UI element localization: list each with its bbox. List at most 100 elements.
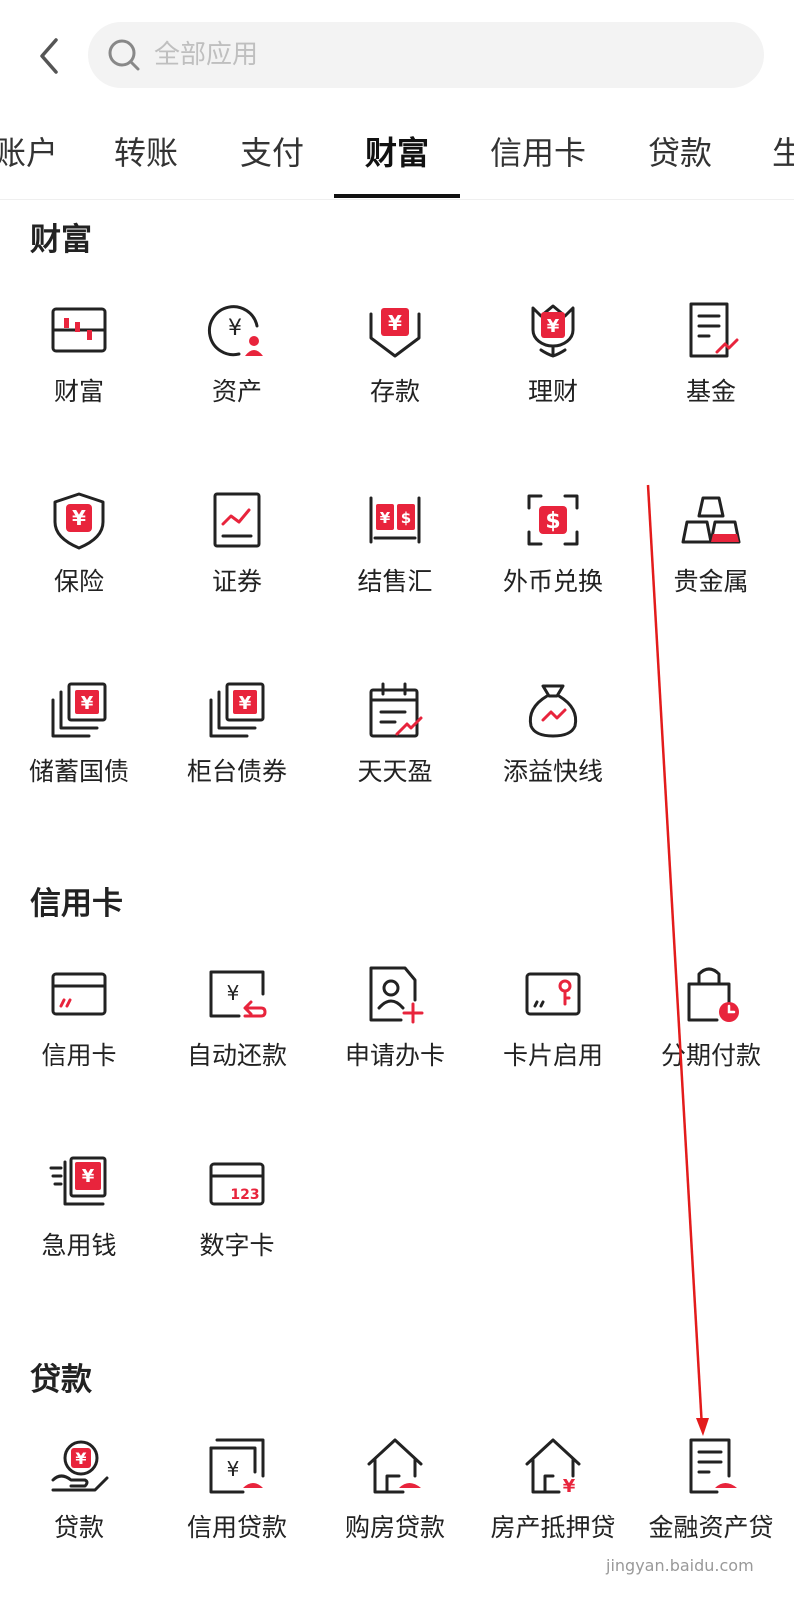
- grid-item-property-mortgage[interactable]: ¥ 房产抵押贷: [474, 1436, 632, 1566]
- grid-item-fund[interactable]: 基金: [632, 300, 790, 430]
- grid-item-label: 信用贷款: [186, 1513, 287, 1542]
- grid-item-deposit[interactable]: ¥ 存款: [316, 300, 474, 430]
- grid-item-label: 资产: [211, 377, 262, 406]
- exchange-yuan-glyph: ¥: [380, 509, 391, 527]
- grid-item-assets[interactable]: ¥ 资产: [158, 300, 316, 430]
- grid-item-label: 外币兑换: [502, 567, 603, 596]
- scan-dollar-icon: $: [527, 494, 579, 546]
- stacked-cards-icon: ¥: [51, 682, 107, 738]
- grid-item-label: 急用钱: [41, 1231, 117, 1260]
- grid-item-digital-card[interactable]: 123 数字卡: [158, 1154, 316, 1284]
- grid-item-label: 贷款: [53, 1513, 104, 1542]
- assets-yuan-glyph: ¥: [228, 316, 242, 341]
- fast-money-icon: ¥: [49, 1156, 107, 1206]
- grid-item-express-line[interactable]: 添益快线: [474, 680, 632, 810]
- tab-wealth[interactable]: 财富: [365, 134, 430, 172]
- category-tabs: 账户 转账 支付 财富 信用卡 贷款 生: [0, 110, 794, 200]
- tulip-finance-icon: ¥: [531, 304, 575, 358]
- grid-item-finance[interactable]: ¥ 理财: [474, 300, 632, 430]
- search-icon: [108, 39, 140, 71]
- deposit-yuan-glyph: ¥: [388, 311, 402, 335]
- house-yuan-icon: ¥: [525, 1438, 581, 1496]
- top-bar: [0, 0, 794, 110]
- grid-item-exchange-settlement[interactable]: ¥ $ 结售汇: [316, 490, 474, 620]
- grid-item-label: 柜台债券: [186, 757, 287, 786]
- fund-document-icon: [689, 302, 739, 358]
- grid-item-label: 结售汇: [357, 567, 433, 596]
- grid-item-label: 申请办卡: [344, 1041, 445, 1070]
- section-title-wealth: 财富: [30, 222, 92, 258]
- grid-item-financial-asset-loan[interactable]: 金融资产贷: [632, 1436, 790, 1566]
- grid-item-mortgage[interactable]: 购房贷款: [316, 1436, 474, 1566]
- card-key-icon: [525, 972, 581, 1016]
- credit-loan-yuan-glyph: ¥: [227, 1457, 240, 1481]
- search-bar[interactable]: [88, 22, 764, 88]
- grid-item-label: 存款: [369, 377, 420, 406]
- tab-credit-card[interactable]: 信用卡: [490, 134, 587, 172]
- grid-item-label: 财富: [53, 377, 104, 406]
- digital-card-number: 123: [230, 1187, 259, 1203]
- property-mortgage-yuan-glyph: ¥: [563, 1476, 576, 1496]
- currency-exchange-icon: ¥ $: [369, 496, 421, 544]
- grid-item-label: 信用卡: [41, 1041, 117, 1070]
- grid-item-savings-bonds[interactable]: ¥ 储蓄国债: [0, 680, 158, 810]
- grid-item-label: 储蓄国债: [28, 757, 129, 786]
- tab-account[interactable]: 账户: [0, 134, 59, 172]
- auto-repay-icon: ¥: [209, 970, 267, 1018]
- search-input[interactable]: [154, 40, 714, 70]
- grid-item-wealth[interactable]: 财富: [0, 300, 158, 430]
- gold-bars-icon: [681, 496, 741, 544]
- assets-icon: ¥: [208, 305, 263, 357]
- stacked-cards-icon: ¥: [209, 682, 265, 738]
- grid-item-auto-repay[interactable]: ¥ 自动还款: [158, 964, 316, 1094]
- grid-item-card-activate[interactable]: 卡片启用: [474, 964, 632, 1094]
- tab-loan[interactable]: 贷款: [648, 134, 713, 172]
- grid-item-emergency-cash[interactable]: ¥ 急用钱: [0, 1154, 158, 1284]
- grid-item-securities[interactable]: 证券: [158, 490, 316, 620]
- grid-item-label: 证券: [211, 567, 262, 596]
- apply-card-icon: [369, 966, 424, 1024]
- counter-bonds-yuan-glyph: ¥: [239, 693, 252, 714]
- insurance-yuan-glyph: ¥: [72, 506, 86, 530]
- shield-icon: ¥: [53, 492, 105, 550]
- grid-item-label: 卡片启用: [502, 1041, 603, 1070]
- grid-item-label: 自动还款: [186, 1041, 287, 1070]
- grid-item-counter-bonds[interactable]: ¥ 柜台债券: [158, 680, 316, 810]
- grid-item-loan[interactable]: ¥ 贷款: [0, 1436, 158, 1566]
- shopping-bag-clock-icon: [687, 967, 739, 1022]
- grid-item-forex[interactable]: $ 外币兑换: [474, 490, 632, 620]
- exchange-dollar-glyph: $: [401, 509, 411, 527]
- grid-item-insurance[interactable]: ¥ 保险: [0, 490, 158, 620]
- tab-life[interactable]: 生: [772, 128, 794, 174]
- wealth-icon: [51, 307, 107, 353]
- asset-loan-document-icon: [689, 1438, 737, 1494]
- grid-item-label: 理财: [527, 377, 578, 406]
- grid-item-apply-card[interactable]: 申请办卡: [316, 964, 474, 1094]
- credit-loan-icon: ¥: [209, 1438, 265, 1494]
- digital-card-icon: 123: [209, 1162, 265, 1206]
- forex-dollar-glyph: $: [545, 509, 560, 534]
- grid-item-label: 保险: [53, 567, 104, 596]
- auto-repay-yuan-glyph: ¥: [227, 981, 240, 1005]
- grid-item-credit-card[interactable]: 信用卡: [0, 964, 158, 1094]
- back-arrow-icon[interactable]: [34, 36, 64, 76]
- grid-item-label: 房产抵押贷: [490, 1513, 616, 1542]
- tab-transfer[interactable]: 转账: [114, 134, 179, 172]
- active-tab-indicator: [334, 194, 460, 198]
- tab-payment[interactable]: 支付: [240, 134, 305, 172]
- hand-coin-icon: ¥: [51, 1440, 109, 1492]
- grid-item-label: 添益快线: [502, 757, 603, 786]
- grid-item-label: 购房贷款: [344, 1513, 445, 1542]
- grid-item-installment[interactable]: 分期付款: [632, 964, 790, 1094]
- house-icon: [367, 1438, 423, 1494]
- grid-item-credit-loan[interactable]: ¥ 信用贷款: [158, 1436, 316, 1566]
- money-bag-icon: [528, 684, 578, 738]
- loan-yuan-glyph: ¥: [75, 1449, 86, 1468]
- grid-item-label: 天天盈: [357, 757, 433, 786]
- savings-bonds-yuan-glyph: ¥: [81, 693, 94, 714]
- grid-item-label: 基金: [685, 377, 736, 406]
- grid-item-precious-metals[interactable]: 贵金属: [632, 490, 790, 620]
- emergency-cash-yuan-glyph: ¥: [82, 1166, 95, 1187]
- finance-yuan-glyph: ¥: [547, 316, 560, 337]
- grid-item-daily-profit[interactable]: 天天盈: [316, 680, 474, 810]
